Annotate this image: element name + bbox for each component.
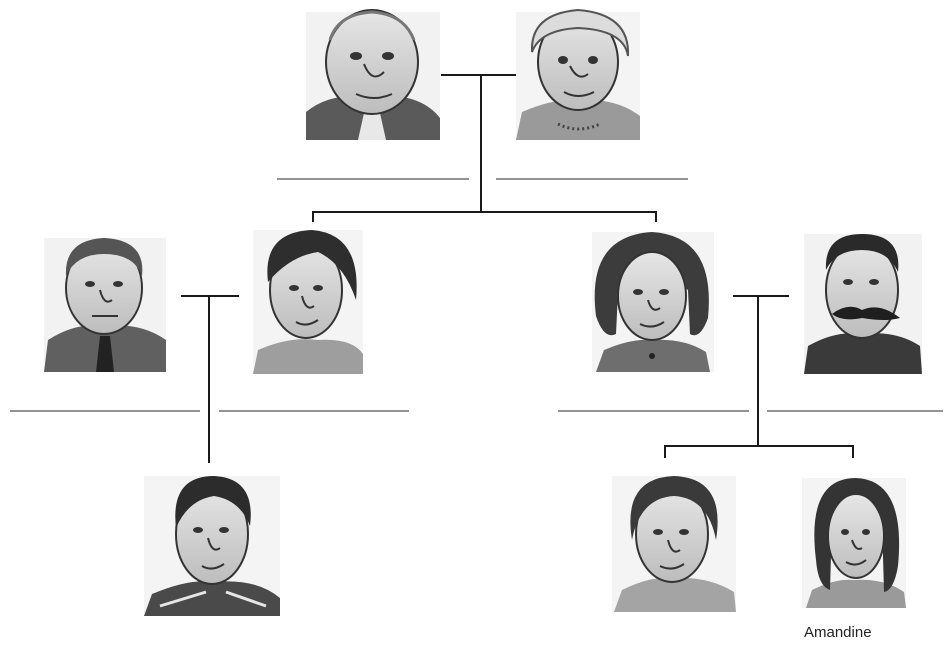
- generation-3-sibling-bar: [664, 445, 854, 458]
- short-haired-woman-portrait-icon: [253, 230, 363, 374]
- blank-name-lines: [10, 178, 943, 412]
- tree-connectors: [181, 74, 854, 463]
- generation-2-sibling-bar: [312, 211, 657, 222]
- long-haired-girl-portrait-icon: [802, 478, 906, 608]
- amandine-name-label: Amandine: [804, 624, 872, 641]
- young-woman-portrait-icon: [612, 476, 736, 612]
- elderly-man-portrait-icon: [306, 9, 440, 140]
- elderly-woman-portrait-icon: [516, 8, 640, 140]
- young-man-portrait-icon: [144, 476, 280, 616]
- mustached-man-portrait-icon: [804, 234, 922, 374]
- middle-aged-man-portrait-icon: [44, 238, 166, 372]
- bob-haired-woman-portrait-icon: [592, 232, 714, 372]
